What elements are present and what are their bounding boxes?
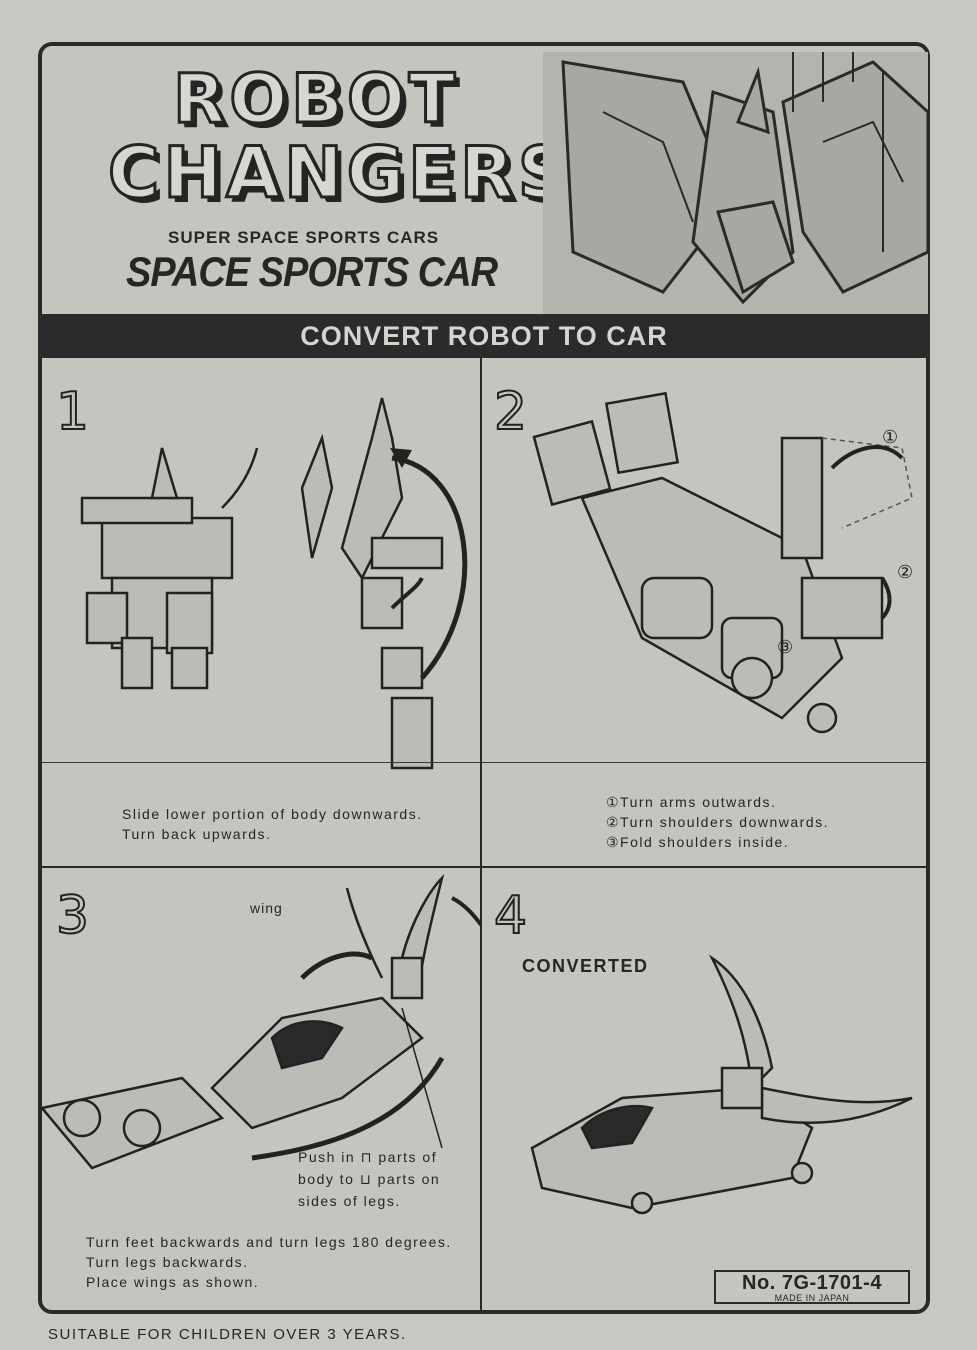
step-3-caption: Turn feet backwards and turn legs 180 de… [86,1232,452,1292]
caption-line: Push in ⊓ parts of [298,1149,438,1165]
marker-3: ③ [777,637,793,658]
caption-line: Turn legs backwards. [86,1254,249,1270]
step-4-panel: 4 CONVERTED [482,868,926,1312]
step-number: 4 [493,885,528,947]
caption-line: Slide lower portion of body downwards. [122,806,423,822]
model-number: No. 7G-1701-4 [742,1272,882,1294]
step-1-illustration [80,397,468,770]
caption-line: ①Turn arms outwards. [606,794,777,810]
logo-changers: CHANGERS [106,131,573,216]
converted-label: CONVERTED [522,956,649,976]
marker-1: ① [882,427,898,448]
step-2-caption: ①Turn arms outwards. ②Turn shoulders dow… [606,792,829,852]
caption-divider [42,762,480,763]
product-name: SPACE SPORTS CAR [126,249,498,297]
wing-label: wing [250,900,283,916]
step-number: 3 [55,885,90,947]
header: ROBOT CHANGERS SUPER SPACE SPORTS CARS S… [38,42,930,314]
caption-line: sides of legs. [298,1193,401,1209]
logo-robot: ROBOT [171,59,460,141]
step-number: 2 [493,381,528,443]
step-1-panel: 1 Slide lower portion of body downwards.… [42,358,482,868]
caption-line: Turn feet backwards and turn legs 180 de… [86,1234,452,1250]
robot-head-illustration [543,52,928,314]
step-4-illustration [530,954,913,1215]
caption-line: Turn back upwards. [122,826,272,842]
step-3-push-caption: Push in ⊓ parts of body to ⊔ parts on si… [298,1146,440,1212]
caption-line: ③Fold shoulders inside. [606,834,790,850]
age-warning: SUITABLE FOR CHILDREN OVER 3 YEARS. [48,1326,407,1343]
step-3-illustration [39,873,482,1170]
section-banner: CONVERT ROBOT TO CAR [38,314,930,358]
model-number-box: No. 7G-1701-4 MADE IN JAPAN [714,1270,910,1304]
step-number: 1 [55,381,90,443]
caption-divider [482,762,926,763]
step-2-panel: 2 ① ② ③ ①Turn arms outwards. ②Turn shoul… [482,358,926,868]
marker-2: ② [897,562,913,583]
subtitle: SUPER SPACE SPORTS CARS [168,228,440,247]
step-3-panel: 3 wing Push in ⊓ parts of body to ⊔ part… [39,868,482,1312]
step-2-illustration: ① ② ③ [532,391,913,734]
caption-line: body to ⊔ parts on [298,1171,441,1187]
made-in-label: MADE IN JAPAN [774,1293,850,1303]
caption-line: ②Turn shoulders downwards. [606,814,830,830]
caption-line: Place wings as shown. [86,1274,260,1290]
step-1-caption: Slide lower portion of body downwards. T… [122,804,423,844]
